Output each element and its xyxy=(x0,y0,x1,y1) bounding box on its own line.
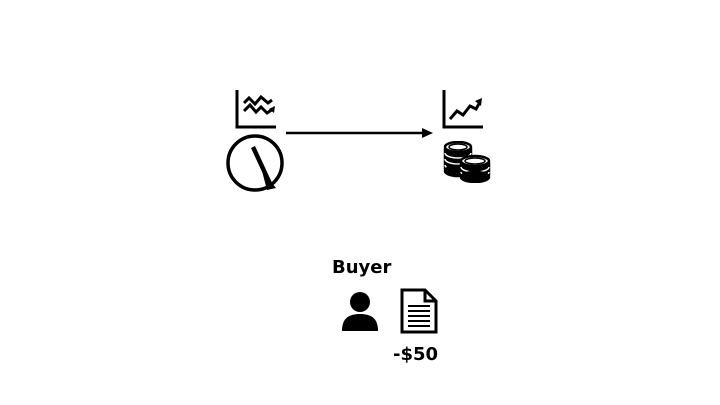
speedometer-icon xyxy=(225,133,285,193)
arrow-right-icon xyxy=(286,126,434,140)
buyer-label: Buyer xyxy=(332,257,392,278)
person-icon xyxy=(340,290,380,332)
document-icon xyxy=(400,288,438,334)
chart-trending-up-icon xyxy=(442,89,484,129)
coins-icon xyxy=(442,141,492,183)
chart-trending-down-icon xyxy=(235,89,277,129)
price-label: -$50 xyxy=(393,344,439,365)
